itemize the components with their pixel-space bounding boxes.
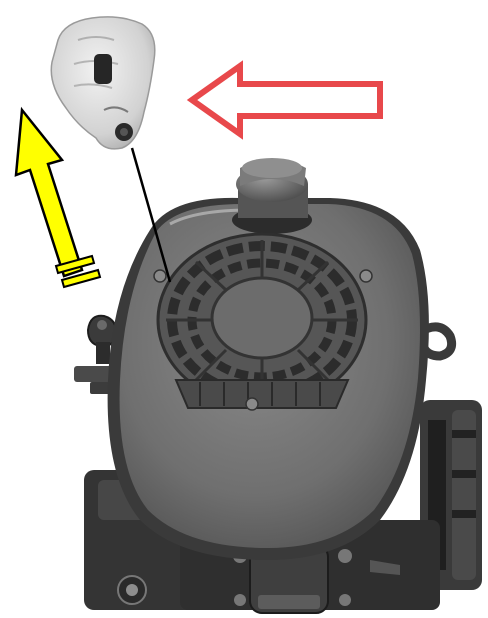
- arrow-up-icon: [16, 110, 100, 287]
- arrow-left-icon: [192, 66, 380, 134]
- starter-handle: [94, 54, 112, 84]
- hand-grip-icon: [51, 17, 155, 149]
- fuel-cap: [232, 158, 312, 234]
